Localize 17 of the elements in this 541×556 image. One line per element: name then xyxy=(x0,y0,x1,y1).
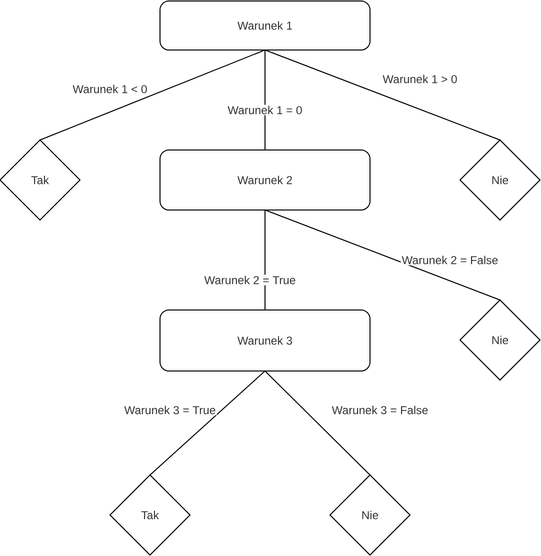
edge-label: Warunek 1 < 0 xyxy=(72,84,148,94)
condition-box: Warunek 1 xyxy=(160,0,370,50)
connector-line xyxy=(264,50,500,140)
edge-label: Warunek 3 = False xyxy=(330,404,430,416)
connector-line xyxy=(264,210,500,300)
edge-label: Warunek 2 = True xyxy=(203,274,297,286)
condition-box: Warunek 3 xyxy=(160,310,370,372)
connector-line xyxy=(264,370,370,476)
edge-label: Warunek 2 = False xyxy=(400,254,500,266)
edge-label: Warunek 1 = 0 xyxy=(226,104,304,116)
connector-line xyxy=(150,370,266,476)
edge-label: Warunek 1 > 0 xyxy=(382,74,458,84)
condition-box: Warunek 2 xyxy=(160,150,370,210)
connector-line xyxy=(264,210,266,310)
connector-line xyxy=(40,50,266,140)
connector-line xyxy=(264,50,266,150)
edge-label: Warunek 3 = True xyxy=(123,404,217,416)
